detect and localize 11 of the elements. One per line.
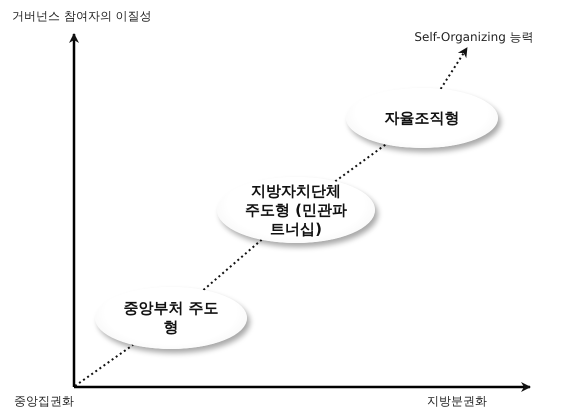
ellipse-node: 중앙부처 주도형 xyxy=(95,287,247,349)
axis-label: 중앙집권화 xyxy=(14,393,74,410)
node-label: Self-Organizing 능력 xyxy=(386,28,562,46)
axis-label: 지방분권화 xyxy=(427,393,487,410)
arrow xyxy=(440,47,468,90)
axis-label: 거버넌스 참여자의 이질성 xyxy=(12,8,152,25)
ellipse-node: 지방자치단체 주도형 (민관파트너십) xyxy=(217,177,375,243)
connector-line xyxy=(202,238,262,291)
connector-line xyxy=(334,144,386,182)
connector-line xyxy=(74,344,134,387)
ellipse-node: 자율조직형 xyxy=(346,88,498,148)
